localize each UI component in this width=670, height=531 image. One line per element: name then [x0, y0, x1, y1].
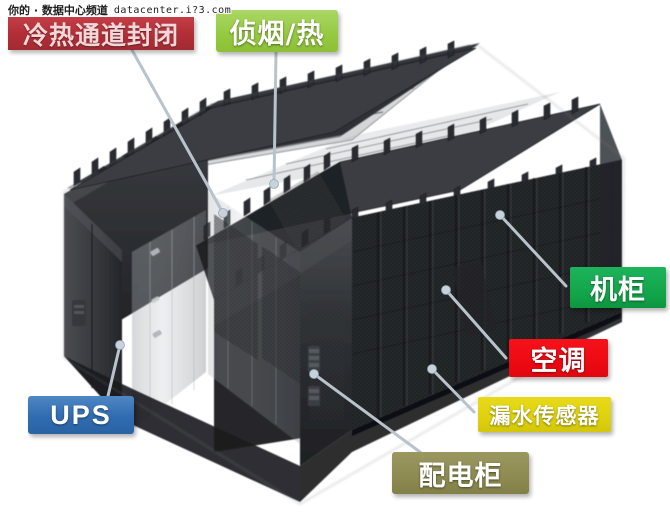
label-water-leak-sensor: 漏水传感器: [478, 397, 611, 432]
label-power-distribution-cabinet: 配电柜: [392, 452, 529, 494]
label-smoke-heat-detection: 侦烟/热: [216, 10, 338, 52]
site-watermark: 你的 · 数据中心频道 datacenter.i?3.com: [8, 3, 231, 17]
label-air-conditioning: 空调: [509, 339, 608, 377]
label-cold-hot-aisle-containment: 冷热通道封闭: [8, 17, 194, 50]
watermark-site-name: 你的 · 数据中心频道: [8, 4, 108, 17]
watermark-url: datacenter.i?3.com: [113, 4, 232, 16]
label-ups: UPS: [28, 396, 134, 434]
label-rack-cabinet: 机柜: [570, 267, 666, 308]
